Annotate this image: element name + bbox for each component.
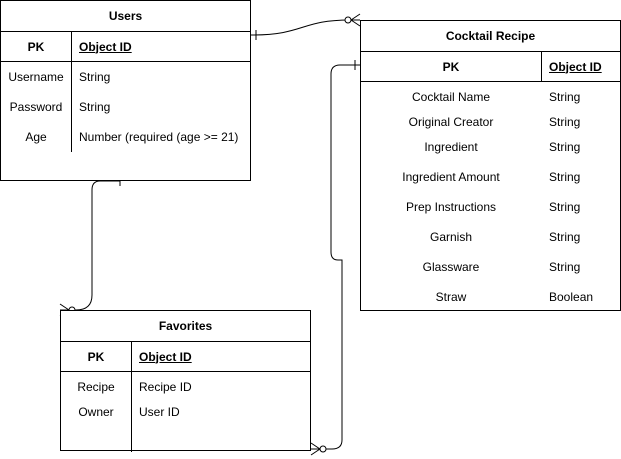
connector-users-cocktail xyxy=(250,13,361,40)
cocktail-field-type: String xyxy=(549,90,581,104)
cocktail-field-name: Original Creator xyxy=(408,115,494,129)
connector-cocktail-favorites xyxy=(310,60,360,456)
users-table-title: Users xyxy=(1,1,250,32)
favorites-field-type: Recipe ID xyxy=(139,380,192,394)
users-field-type: String xyxy=(79,100,111,114)
cocktail-pk-divider-vertical xyxy=(541,52,542,81)
cocktail-field-name: Cocktail Name xyxy=(411,90,491,104)
cocktail-field-type: String xyxy=(549,260,581,274)
users-field-type: Number (required (age >= 21) xyxy=(79,130,239,144)
users-field-name: Age xyxy=(25,130,47,144)
users-field-name: Password xyxy=(9,100,63,114)
favorites-pk-label: PK xyxy=(87,349,105,364)
users-table[interactable]: Users PK Object ID Username String Passw… xyxy=(0,0,251,181)
favorites-column-divider xyxy=(131,342,132,452)
favorites-field-name: Owner xyxy=(78,405,114,419)
users-pk-field: Object ID xyxy=(79,39,132,54)
favorites-pk-divider xyxy=(61,371,310,372)
users-field-name: Username xyxy=(8,70,64,84)
cocktail-field-type: Boolean xyxy=(549,290,594,304)
cocktail-field-type: String xyxy=(549,140,581,154)
users-column-divider xyxy=(71,32,72,152)
cocktail-field-name: Prep Instructions xyxy=(405,200,497,214)
cocktail-field-name: Straw xyxy=(435,290,467,304)
favorites-table[interactable]: Favorites PK Object ID Recipe Recipe ID … xyxy=(60,310,311,452)
cocktail-recipe-table[interactable]: Cocktail Recipe PK Object ID Cocktail Na… xyxy=(360,20,621,311)
connector-users-favorites xyxy=(59,176,121,317)
favorites-pk-field: Object ID xyxy=(139,349,192,364)
cocktail-pk-divider xyxy=(361,81,620,82)
cocktail-field-type: String xyxy=(549,200,581,214)
favorites-field-type: User ID xyxy=(139,405,180,419)
cocktail-field-name: Garnish xyxy=(429,230,473,244)
cocktail-field-type: String xyxy=(549,115,581,129)
cocktail-pk-field: Object ID xyxy=(549,59,602,74)
favorites-table-title: Favorites xyxy=(61,311,310,342)
users-pk-divider xyxy=(1,61,250,62)
cocktail-field-type: String xyxy=(549,230,581,244)
users-pk-label: PK xyxy=(27,39,45,54)
cocktail-field-type: String xyxy=(549,170,581,184)
cocktail-field-name: Ingredient xyxy=(424,140,478,154)
cocktail-recipe-title: Cocktail Recipe xyxy=(361,21,620,52)
users-field-type: String xyxy=(79,70,111,84)
cocktail-field-name: Glassware xyxy=(422,260,480,274)
favorites-field-name: Recipe xyxy=(77,380,115,394)
cocktail-field-name: Ingredient Amount xyxy=(402,170,500,184)
cocktail-pk-label: PK xyxy=(442,59,460,74)
